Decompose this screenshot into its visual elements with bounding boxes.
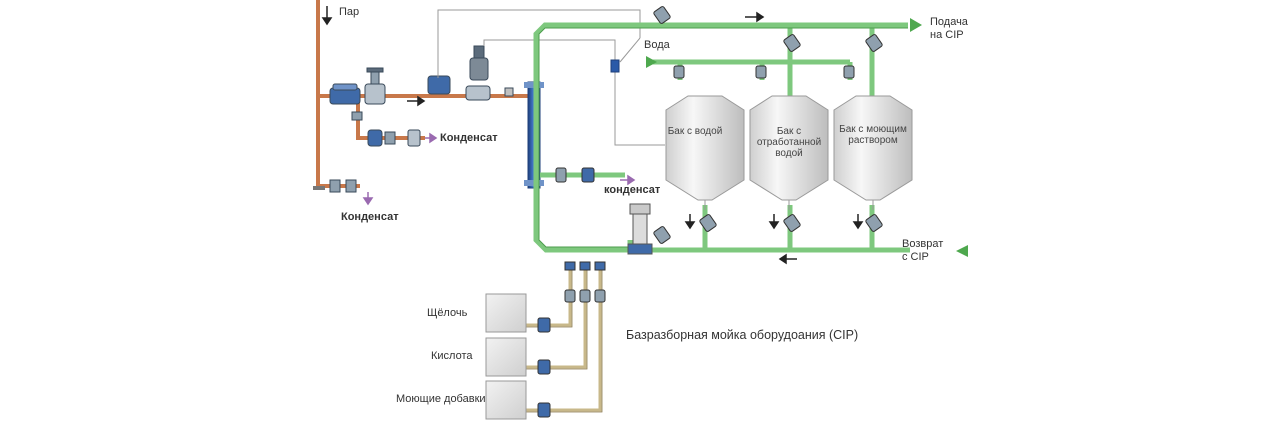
tank-used-water	[749, 95, 829, 201]
chem-boxes	[485, 293, 527, 420]
condensate-label-1: Конденсат	[440, 132, 498, 144]
tank-water	[665, 95, 745, 201]
steam-pipe-end	[313, 186, 325, 190]
condensate-label-3: Конденсат	[341, 211, 399, 223]
controller-box	[610, 59, 620, 73]
additives-label: Моющие добавки	[396, 393, 486, 405]
green-arrows	[646, 18, 968, 257]
cip-valves	[555, 6, 883, 244]
alkali-label: Щёлочь	[427, 307, 468, 319]
steam-label: Пар	[339, 6, 360, 18]
steam-line-equipment	[329, 45, 514, 193]
chem-valves	[537, 261, 606, 418]
chem-piping-edge	[525, 262, 603, 413]
tank-label-water: Бак с водой	[667, 126, 723, 137]
condensate-label-2: конденсат	[604, 184, 661, 196]
tank-detergent	[833, 95, 913, 201]
cip-pump	[627, 203, 653, 255]
supply-cip-label: Подача на CIP	[930, 16, 968, 41]
flow-arrows	[321, 6, 864, 265]
tank-label-detergent: Бак с моющим раствором	[839, 124, 907, 146]
water-label: Вода	[644, 39, 670, 51]
acid-label: Кислота	[431, 350, 473, 362]
cip-loop-edge	[538, 27, 908, 248]
return-cip-label: Возврат с CIP	[902, 238, 944, 263]
diagram-caption: Базразборная мойка оборудоания (CIP)	[626, 328, 859, 342]
tank-label-used-water: Бак с отработанной водой	[756, 126, 822, 159]
tanks	[665, 95, 913, 210]
control-lines	[437, 9, 665, 146]
condensate-arrows	[362, 132, 636, 206]
chem-piping	[525, 262, 602, 412]
